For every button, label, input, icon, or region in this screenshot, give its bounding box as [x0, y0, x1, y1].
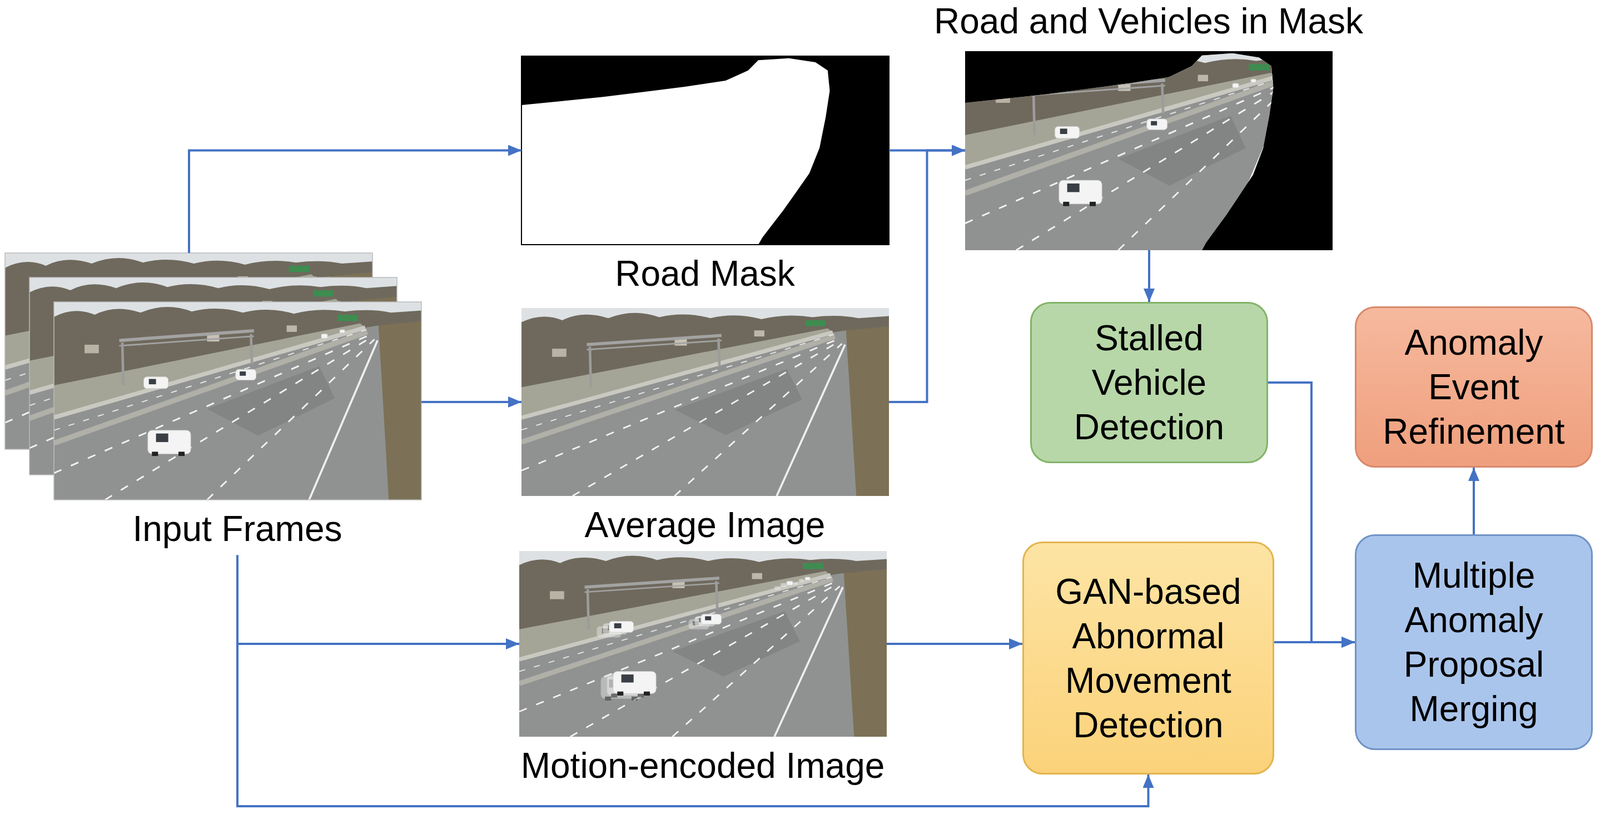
image-panel: Road Mask: [521, 56, 889, 245]
caption-holder: Input Frames: [132, 508, 342, 550]
flow-arrow: [886, 642, 1023, 645]
box-label: Stalled Vehicle Detection: [1045, 315, 1254, 450]
process-box: GAN-based Abnormal Movement Detection: [1022, 541, 1275, 775]
panel-caption: Road and Vehicles in Mask: [933, 1, 1364, 43]
panel-caption: Road Mask: [614, 253, 795, 295]
flow-arrow: [421, 400, 522, 404]
panel-caption: Input Frames: [132, 508, 342, 550]
average-image: [521, 307, 889, 496]
process-box: Anomaly Event Refinement: [1354, 306, 1593, 468]
flow-arrow: [1148, 250, 1151, 302]
flow-arrow: [1268, 382, 1355, 643]
flow-arrow: [237, 555, 520, 644]
box-label: GAN-based Abnormal Movement Detection: [1037, 569, 1260, 748]
road-mask-image: [521, 56, 889, 245]
flow-arrow: [237, 555, 1149, 807]
flow-arrow: [1472, 467, 1475, 535]
road-vehicles-image: [965, 51, 1333, 251]
process-box: Multiple Anomaly Proposal Merging: [1354, 534, 1593, 750]
caption-holder: Road Mask: [614, 253, 795, 295]
image-panel: Input Frames: [5, 252, 422, 500]
flow-arrow: [189, 150, 522, 254]
image-panel: Motion-encoded Image: [519, 550, 887, 737]
image-panel: Road and Vehicles in Mask: [965, 51, 1333, 251]
panel-caption: Average Image: [584, 504, 826, 546]
process-box: Stalled Vehicle Detection: [1030, 301, 1269, 464]
flow-arrow: [888, 150, 966, 403]
flow-arrow: [1274, 641, 1355, 644]
input-frame-stack: [5, 252, 422, 500]
caption-holder: Average Image: [584, 504, 826, 546]
caption-holder: Motion-encoded Image: [520, 745, 886, 787]
panel-caption: Motion-encoded Image: [520, 745, 886, 787]
image-panel: Average Image: [521, 307, 889, 496]
caption-holder: Road and Vehicles in Mask: [933, 1, 1364, 43]
box-label: Multiple Anomaly Proposal Merging: [1369, 553, 1578, 732]
box-label: Anomaly Event Refinement: [1369, 320, 1578, 454]
motion-encoded-image: [519, 550, 887, 737]
